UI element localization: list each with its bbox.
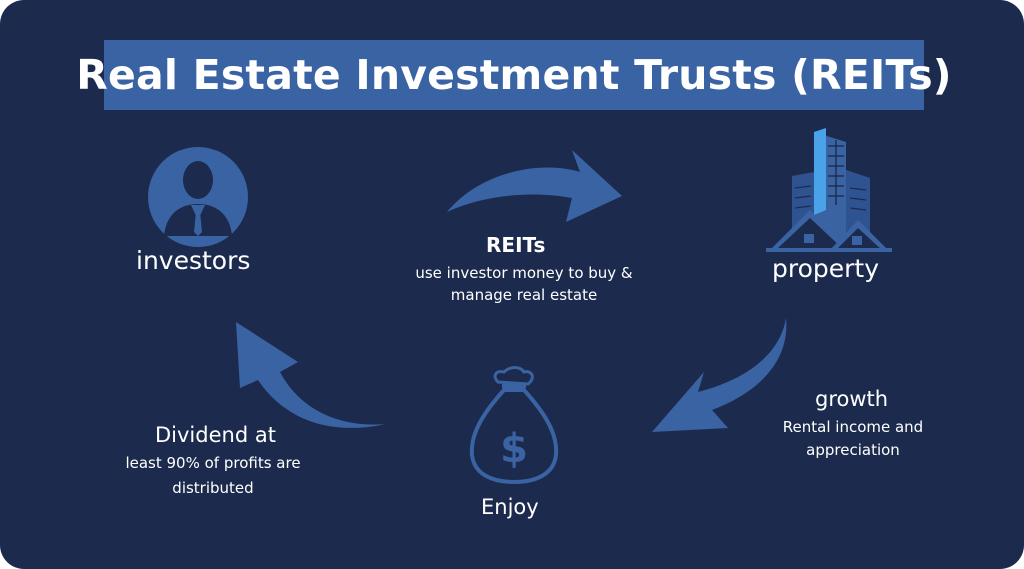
title-banner: Real Estate Investment Trusts (REITs)	[76, 40, 952, 110]
investors-label: investors	[136, 246, 251, 275]
investor-avatar-icon	[148, 147, 248, 247]
growth-desc-line1: Rental income and	[782, 418, 924, 436]
dividend-heading: Dividend at	[155, 423, 276, 447]
growth-heading: growth	[815, 387, 889, 411]
arrow-property-to-enjoy	[652, 318, 787, 432]
reits-desc-line2: manage real estate	[450, 286, 598, 304]
property-label: property	[772, 254, 880, 283]
arrow-enjoy-to-investors	[236, 322, 386, 428]
reits-desc-line1: use investor money to buy &	[415, 264, 633, 282]
building-icon	[766, 128, 892, 252]
dividend-desc-line2: distributed	[172, 479, 254, 497]
reits-heading: REITs	[486, 233, 546, 257]
enjoy-label: Enjoy	[481, 495, 539, 519]
dividend-desc-line1: least 90% of profits are	[125, 454, 301, 472]
growth-desc-line2: appreciation	[806, 441, 900, 459]
arrow-investors-to-property	[447, 150, 622, 222]
svg-text:$: $	[500, 426, 528, 472]
page-title: Real Estate Investment Trusts (REITs)	[76, 51, 952, 99]
money-bag-icon: $	[469, 366, 559, 485]
